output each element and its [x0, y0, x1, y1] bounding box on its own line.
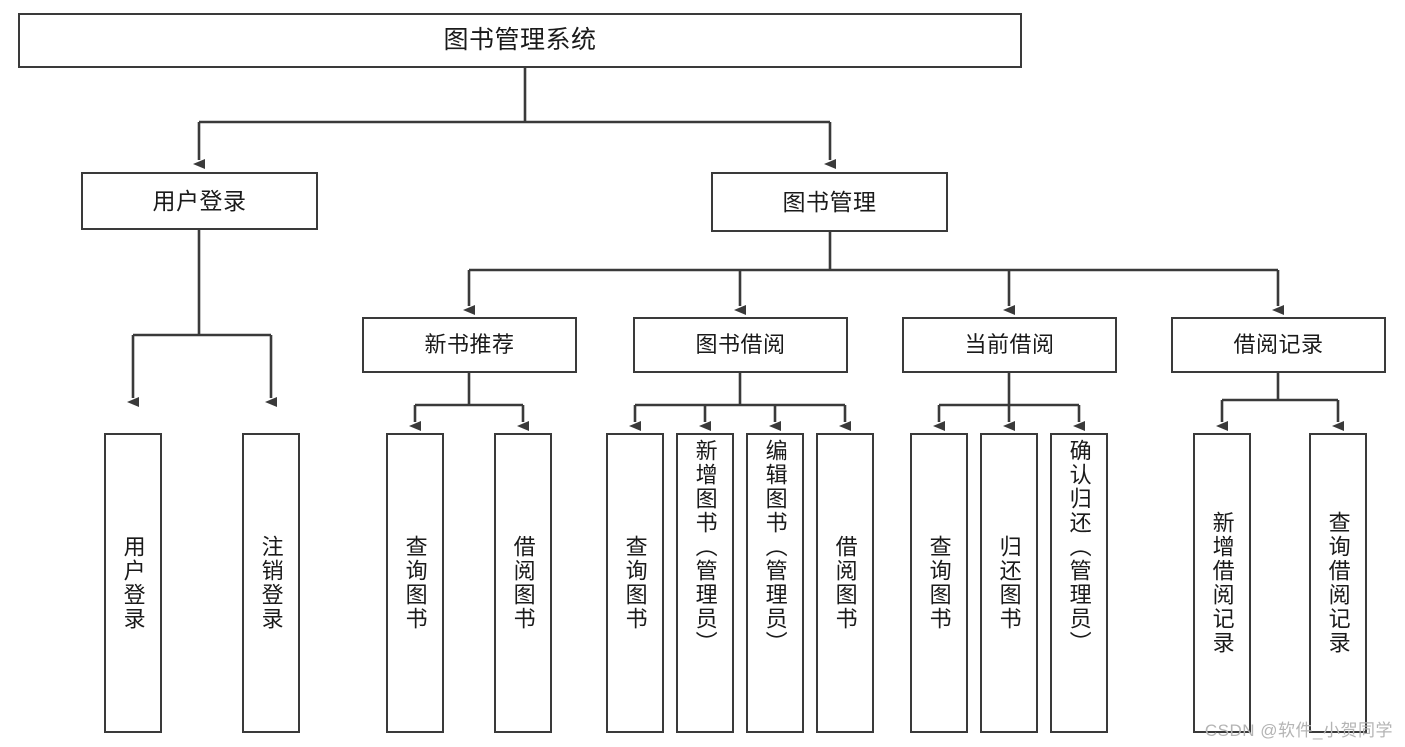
node-root[interactable]: 图书管理系统	[18, 13, 1022, 68]
node-leaf-borrow-book-1-label: 借阅图书	[510, 535, 536, 631]
node-leaf-user-login-label: 用户登录	[120, 535, 146, 631]
node-leaf-logout-login-label: 注销登录	[258, 535, 284, 631]
node-leaf-edit-book-label: 编辑图书（管理员）	[762, 439, 788, 655]
node-leaf-query-book-2-label: 查询图书	[622, 535, 648, 631]
node-new-book-recommend[interactable]: 新书推荐	[362, 317, 577, 373]
node-leaf-query-book-3-label: 查询图书	[926, 535, 952, 631]
node-leaf-query-book-1-label: 查询图书	[402, 535, 428, 631]
node-new-book-recommend-label: 新书推荐	[424, 332, 515, 358]
node-book-borrow[interactable]: 图书借阅	[633, 317, 848, 373]
node-leaf-add-book-label: 新增图书（管理员）	[692, 439, 718, 655]
node-leaf-query-book-2[interactable]: 查询图书	[606, 433, 664, 733]
node-leaf-user-login[interactable]: 用户登录	[104, 433, 162, 733]
node-current-borrow-label: 当前借阅	[964, 332, 1055, 358]
node-leaf-return-book[interactable]: 归还图书	[980, 433, 1038, 733]
node-leaf-return-book-label: 归还图书	[996, 535, 1022, 631]
node-root-label: 图书管理系统	[443, 26, 597, 54]
node-leaf-query-book-1[interactable]: 查询图书	[386, 433, 444, 733]
node-leaf-edit-book[interactable]: 编辑图书（管理员）	[746, 433, 804, 733]
node-user-login[interactable]: 用户登录	[81, 172, 318, 230]
node-leaf-add-record[interactable]: 新增借阅记录	[1193, 433, 1251, 733]
node-leaf-confirm-return-label: 确认归还（管理员）	[1066, 439, 1092, 655]
node-leaf-add-book[interactable]: 新增图书（管理员）	[676, 433, 734, 733]
node-user-login-label: 用户登录	[152, 187, 247, 214]
node-leaf-query-record[interactable]: 查询借阅记录	[1309, 433, 1367, 733]
node-borrow-record[interactable]: 借阅记录	[1171, 317, 1386, 373]
node-book-manage-label: 图书管理	[782, 188, 877, 215]
node-leaf-borrow-book-1[interactable]: 借阅图书	[494, 433, 552, 733]
node-leaf-logout-login[interactable]: 注销登录	[242, 433, 300, 733]
node-leaf-borrow-book-2-label: 借阅图书	[832, 535, 858, 631]
node-current-borrow[interactable]: 当前借阅	[902, 317, 1117, 373]
node-leaf-borrow-book-2[interactable]: 借阅图书	[816, 433, 874, 733]
node-leaf-confirm-return[interactable]: 确认归还（管理员）	[1050, 433, 1108, 733]
node-leaf-add-record-label: 新增借阅记录	[1209, 511, 1235, 655]
watermark-text: CSDN @软件_小贺同学	[1204, 721, 1393, 740]
node-book-borrow-label: 图书借阅	[695, 332, 786, 358]
node-leaf-query-record-label: 查询借阅记录	[1325, 511, 1351, 655]
node-book-manage[interactable]: 图书管理	[711, 172, 948, 232]
node-leaf-query-book-3[interactable]: 查询图书	[910, 433, 968, 733]
node-borrow-record-label: 借阅记录	[1233, 332, 1324, 358]
